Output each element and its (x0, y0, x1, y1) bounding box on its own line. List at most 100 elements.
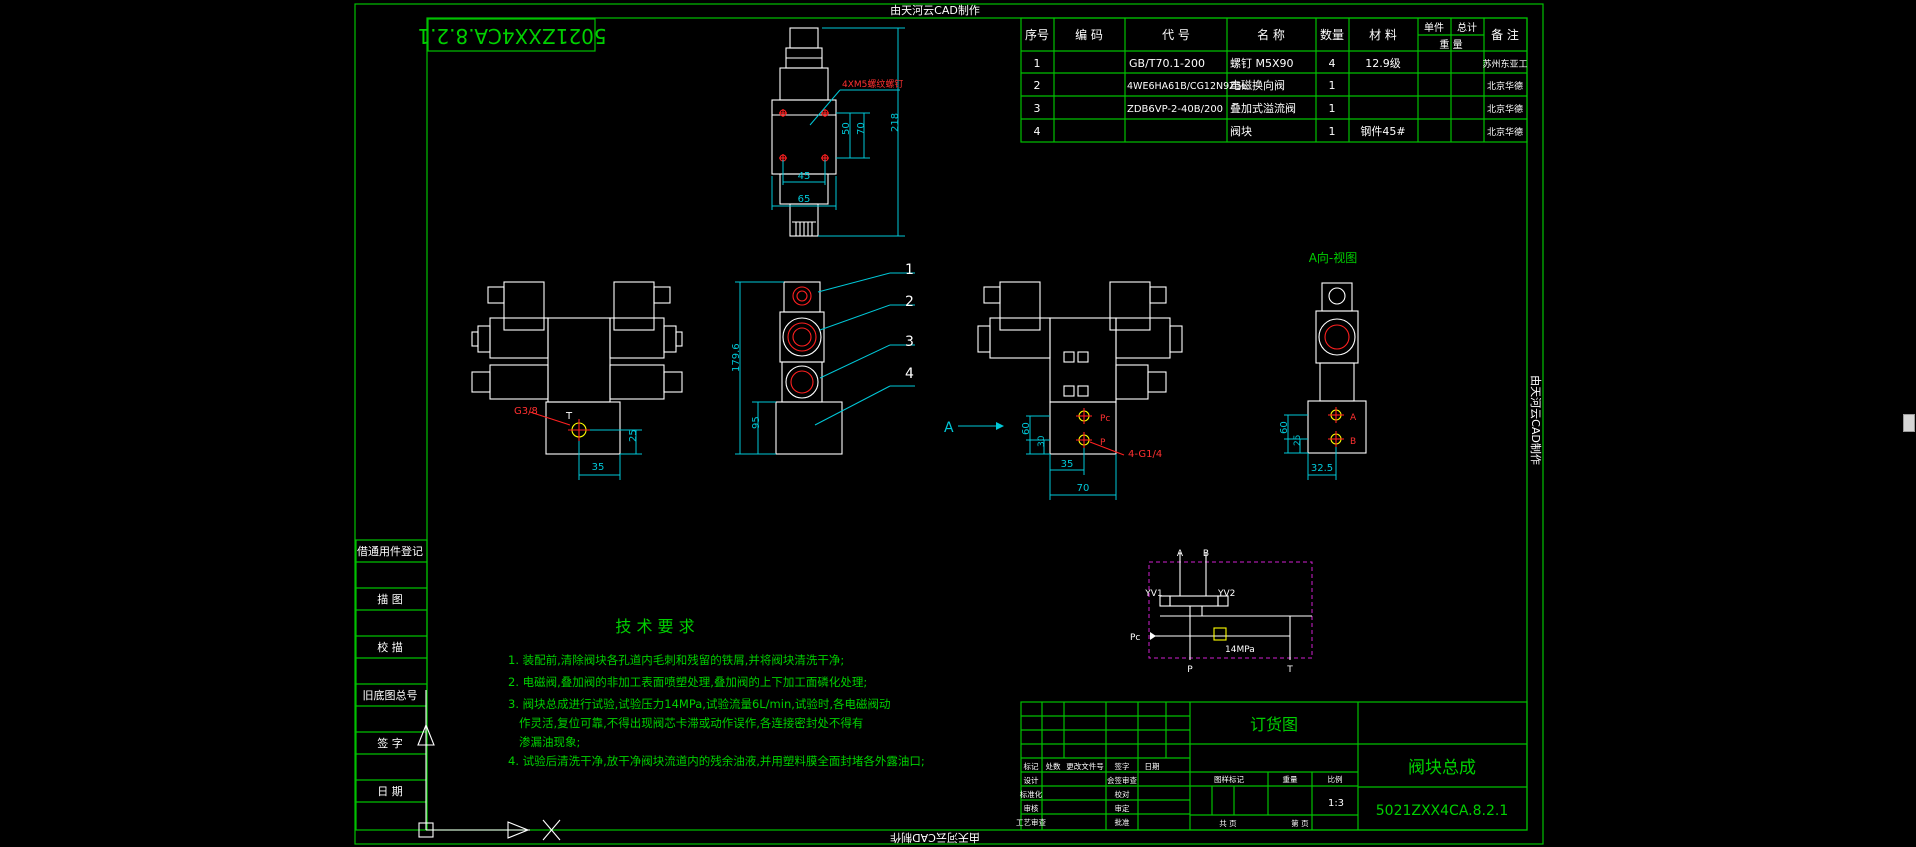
view-arrow-label: A (944, 420, 954, 436)
tb-label-count: 处数 (1046, 761, 1062, 771)
dim-left-thread: G3/8 (514, 406, 538, 417)
bom-header-index: 序号 (1025, 27, 1049, 42)
tb-label-weight: 重量 (1283, 775, 1299, 784)
bom-header-unit: 单件 (1424, 22, 1444, 34)
bom-row-2-supplier: 北京华德 (1487, 80, 1523, 92)
bom-header-remarks: 备 注 (1491, 27, 1519, 42)
title-block-code: 5021ZXX4CA.8.2.1 (1376, 803, 1509, 819)
tb-label-review: 审核 (1024, 803, 1040, 813)
bom-row-1-material: 12.9级 (1365, 57, 1401, 70)
schematic-pressure: 14MPa (1225, 645, 1255, 655)
stamp-label-5: 签 字 (377, 736, 403, 750)
tech-line-4: 作灵活,复位可靠,不得出现阀芯卡滞或动作误作,各连接密封处不得有 (508, 716, 863, 730)
bom-header-qty: 数量 (1320, 27, 1344, 42)
bom-row-1-name: 螺钉 M5X90 (1230, 57, 1294, 70)
outer-frame (354, 3, 1544, 845)
tech-line-3: 3. 阀块总成进行试验,试验压力14MPa,试验流量6L/min,试验时,各电磁… (508, 697, 891, 711)
title-block-order-label: 订货图 (1250, 715, 1298, 734)
dim-av-32: 32.5 (1311, 463, 1333, 474)
bom-row-1-designation: GB/T70.1-200 (1129, 57, 1205, 70)
bom-table (1020, 17, 1528, 143)
a-direction-view-drawing (1284, 282, 1367, 480)
bom-row-3-supplier: 北京华德 (1487, 103, 1523, 115)
bom-header-code: 编 码 (1075, 27, 1103, 42)
tb-label-standard: 标准化 (1020, 789, 1043, 799)
left-front-view-drawing (471, 281, 683, 480)
watermark-top: 由天河云CAD制作 (890, 3, 980, 17)
callout-3: 3 (905, 334, 914, 350)
dim-top-hole-note: 4XM5螺纹螺钉 (842, 78, 903, 90)
bom-header-weight: 重 量 (1439, 38, 1462, 51)
dim-av-b: B (1350, 437, 1356, 447)
inner-frame (426, 17, 1528, 831)
tb-label-drawing-mark: 图样标记 (1214, 774, 1244, 784)
stamp-label-1: 借通用件登记 (357, 544, 423, 558)
stamp-label-3: 校 描 (377, 640, 403, 654)
bom-row-3-designation: ZDB6VP-2-40B/200 (1127, 104, 1223, 115)
tb-label-total-pages: 共 页 (1219, 819, 1237, 828)
schematic-b: B (1203, 549, 1209, 559)
tb-label-approve-final: 审定 (1115, 803, 1131, 813)
dim-right-70: 70 (1077, 483, 1090, 494)
tech-requirements-title: 技 术 要 求 (615, 617, 694, 636)
bom-row-2-name: 电磁换向阀 (1230, 78, 1285, 92)
dim-av-a: A (1350, 413, 1357, 423)
schematic-a: A (1177, 549, 1184, 559)
vertical-scrollbar[interactable] (1902, 0, 1916, 847)
dim-top-65: 65 (798, 194, 811, 205)
crosshair-cursor-icon (542, 819, 561, 841)
dim-top-50: 50 (841, 122, 852, 135)
bom-row-2-index: 2 (1034, 79, 1041, 92)
bom-row-3-name: 叠加式溢流阀 (1230, 101, 1296, 115)
dim-left-35: 35 (592, 462, 605, 473)
bom-row-4-supplier: 北京华德 (1487, 126, 1523, 138)
watermark-side: 由天河云CAD制作 (1529, 375, 1543, 465)
dim-av-60: 60 (1279, 421, 1290, 434)
dim-top-45: 45 (798, 171, 811, 182)
left-stamp-column (355, 539, 428, 831)
bom-header-total: 总计 (1457, 21, 1477, 34)
dim-av-25: 25 (1293, 435, 1303, 446)
bom-row-3-qty: 1 (1329, 102, 1336, 115)
dim-right-35: 35 (1061, 459, 1074, 470)
bom-row-2-designation: 4WE6HA61B/CG12N9Z5L (1127, 81, 1248, 92)
tb-label-page: 第 页 (1291, 818, 1309, 828)
dim-mid-95: 95 (751, 416, 762, 429)
tech-line-2: 2. 电磁阀,叠加阀的非加工表面喷塑处理,叠加阀的上下加工面磷化处理; (508, 675, 867, 689)
bom-row-3-index: 3 (1034, 102, 1041, 115)
scrollbar-thumb[interactable] (1903, 414, 1915, 432)
bom-row-4-name: 阀块 (1230, 124, 1252, 138)
tb-label-approve: 批准 (1115, 817, 1131, 827)
right-front-view-drawing (958, 281, 1183, 500)
title-block-scale-value: 1:3 (1328, 798, 1344, 809)
dim-right-60: 60 (1021, 422, 1032, 435)
bom-row-2-qty: 1 (1329, 79, 1336, 92)
bom-row-4-material: 钢件45# (1360, 125, 1405, 138)
tb-label-date: 日期 (1145, 762, 1160, 771)
tb-label-scale: 比例 (1328, 774, 1343, 784)
stamp-label-6: 日 期 (377, 785, 403, 798)
schematic-t: T (1286, 665, 1293, 675)
tb-label-check: 校对 (1115, 789, 1131, 799)
tech-line-1: 1. 装配前,清除阀块各孔道内毛刺和残留的铁屑,并将阀块清洗干净; (508, 653, 844, 667)
tb-label-sign: 签字 (1115, 761, 1130, 771)
callout-1: 1 (905, 262, 914, 278)
dim-left-port: T (565, 411, 573, 422)
drawing-code-stamp: 5021ZXX4CA.8.2.1 (417, 24, 606, 48)
middle-side-view-drawing (735, 272, 915, 455)
schematic-yv2: YV2 (1217, 589, 1235, 599)
dim-right-p: P (1100, 438, 1106, 448)
callout-2: 2 (905, 294, 914, 310)
ucs-axis-icon (417, 690, 530, 839)
bom-row-4-qty: 1 (1329, 125, 1336, 138)
dim-right-30: 30 (1037, 435, 1047, 447)
dim-left-25: 25 (628, 429, 639, 442)
dim-mid-179: 179.6 (731, 343, 742, 372)
dim-right-thread: 4-G1/4 (1128, 449, 1162, 460)
title-block-name: 阀块总成 (1408, 758, 1476, 778)
tb-label-countersign: 会签审查 (1107, 775, 1137, 785)
bom-row-1-qty: 4 (1329, 57, 1336, 70)
stamp-label-2: 描 图 (377, 592, 403, 606)
